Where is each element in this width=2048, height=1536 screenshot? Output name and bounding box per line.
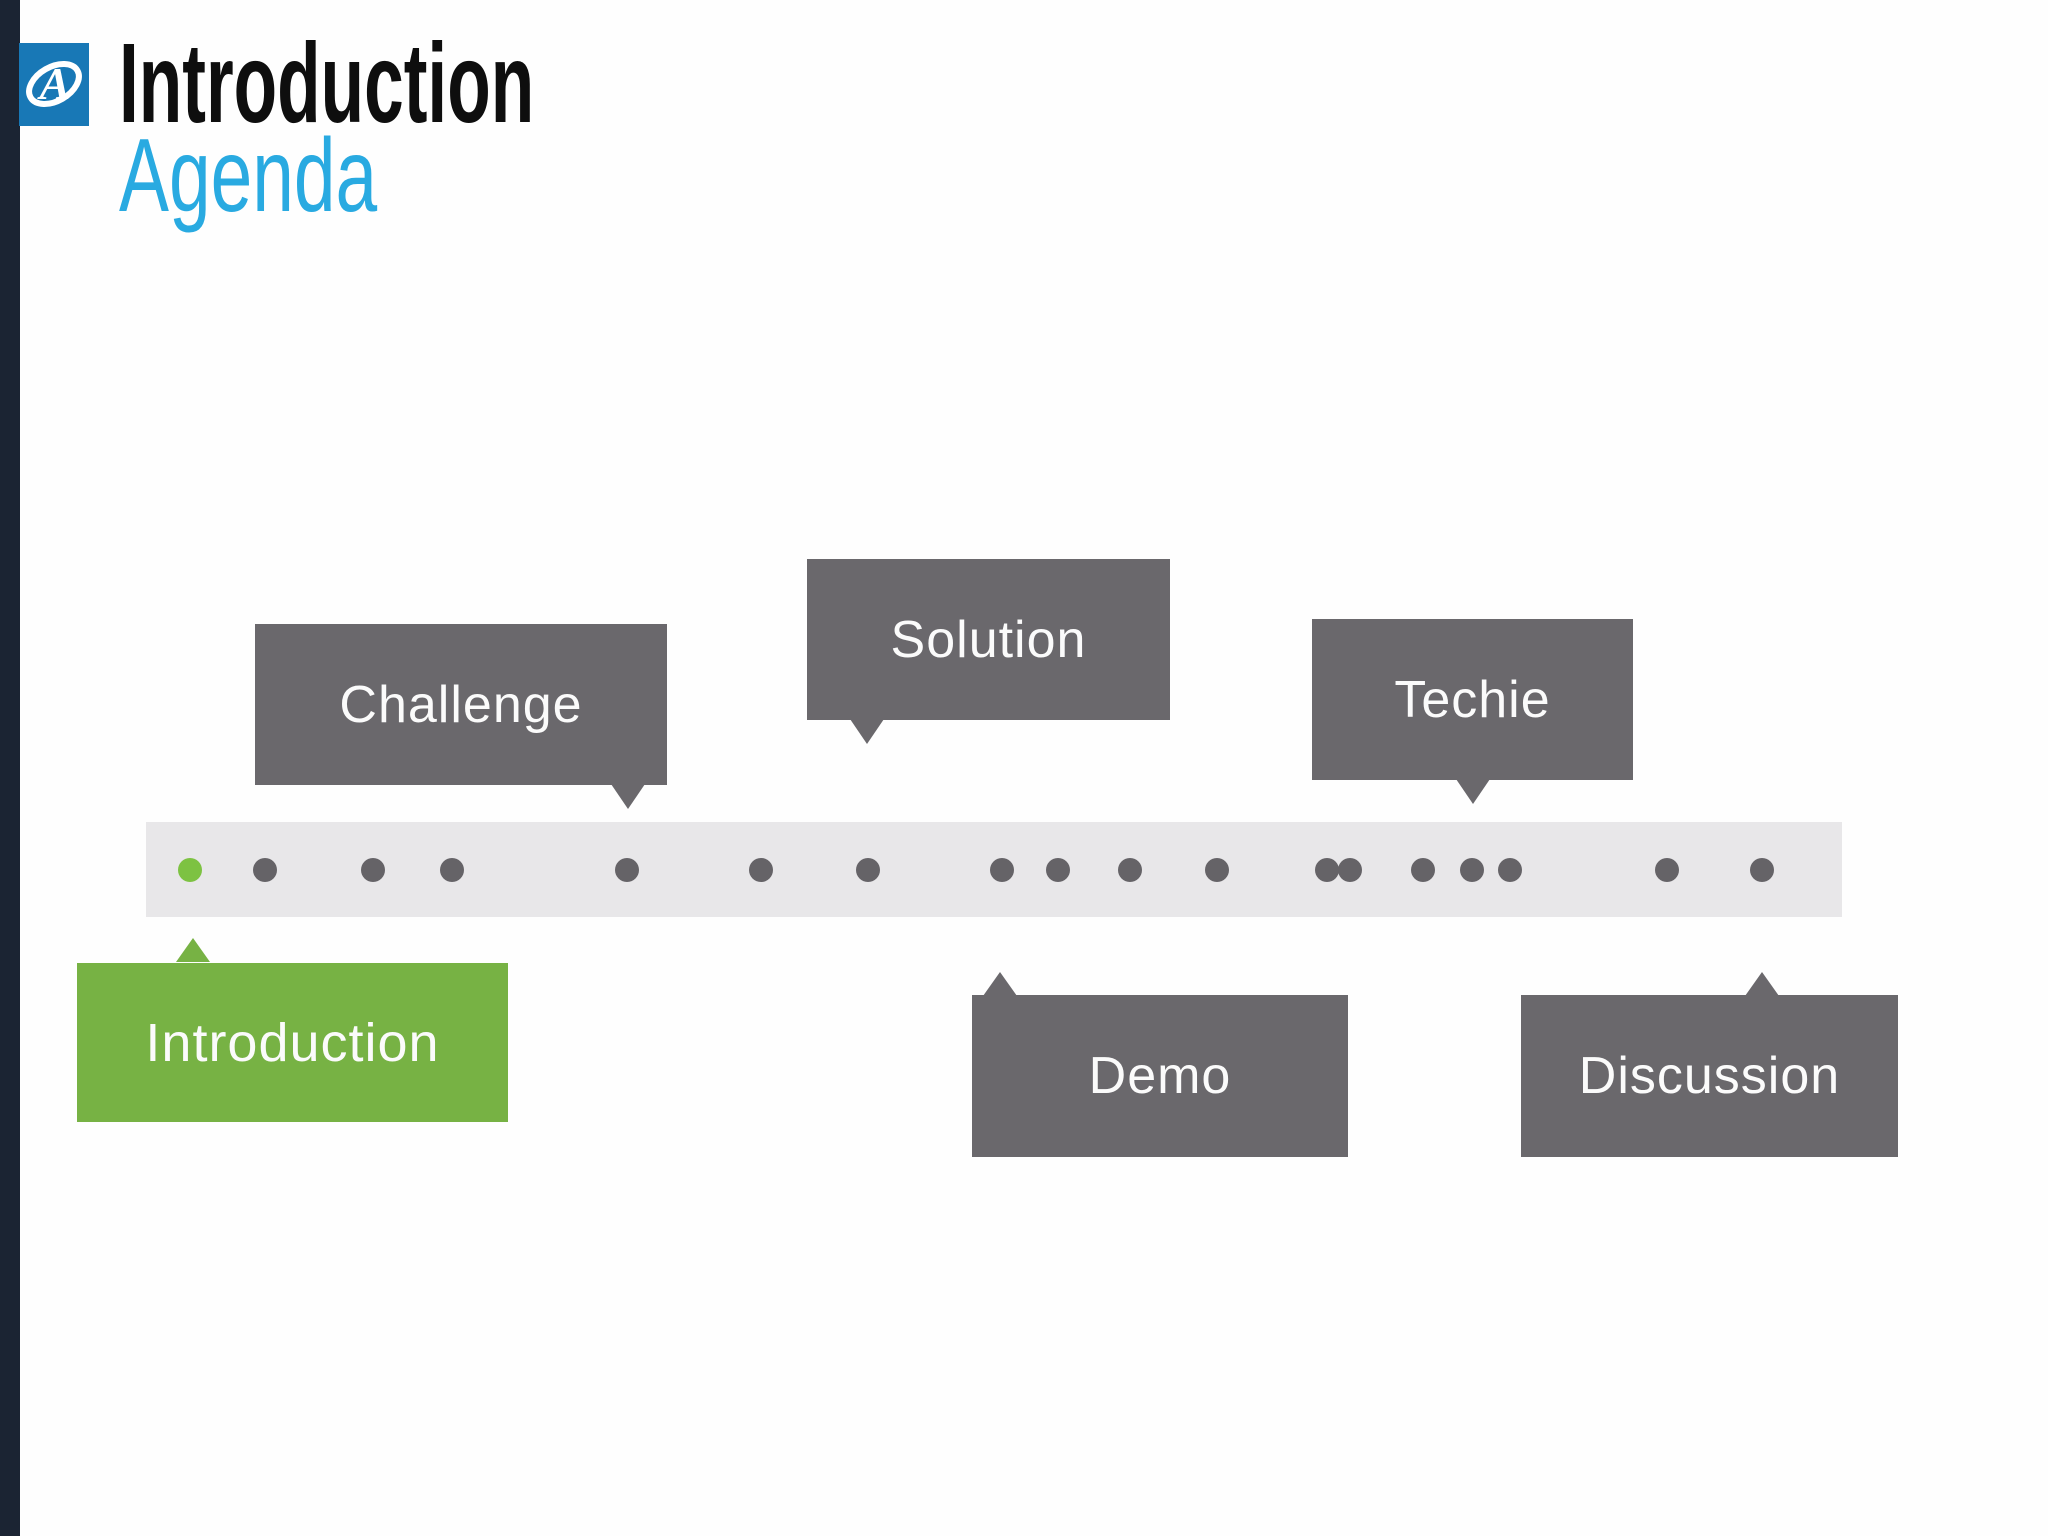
callout-pointer — [983, 972, 1017, 996]
callout-pointer — [1745, 972, 1779, 996]
callout-pointer — [611, 784, 645, 809]
callout-pointer — [850, 719, 884, 744]
callout-techie-label: Techie — [1394, 670, 1551, 729]
callout-discussion: Discussion — [1521, 972, 1898, 1157]
callout-demo: Demo — [972, 972, 1348, 1157]
callout-solution: Solution — [807, 559, 1170, 744]
logo-a-oval-icon: A — [26, 58, 82, 109]
callout-pointer — [1456, 779, 1490, 804]
callout-demo-label: Demo — [1088, 1047, 1232, 1105]
left-edge-bar — [0, 0, 20, 1536]
company-logo: A — [19, 43, 89, 126]
agenda-timeline-bar — [146, 822, 1842, 917]
slide-subtitle: Agenda — [119, 118, 378, 234]
svg-text:A: A — [37, 58, 71, 109]
callout-discussion-label: Discussion — [1578, 1047, 1841, 1105]
callout-introduction-label: Introduction — [145, 1012, 440, 1073]
callout-challenge-label: Challenge — [339, 675, 583, 734]
callout-challenge: Challenge — [255, 624, 667, 809]
callout-introduction-active: Introduction — [77, 938, 508, 1122]
callout-solution-label: Solution — [890, 610, 1087, 669]
callout-pointer — [176, 938, 210, 962]
callout-techie: Techie — [1312, 619, 1633, 804]
slide-title: Introduction — [119, 20, 535, 146]
